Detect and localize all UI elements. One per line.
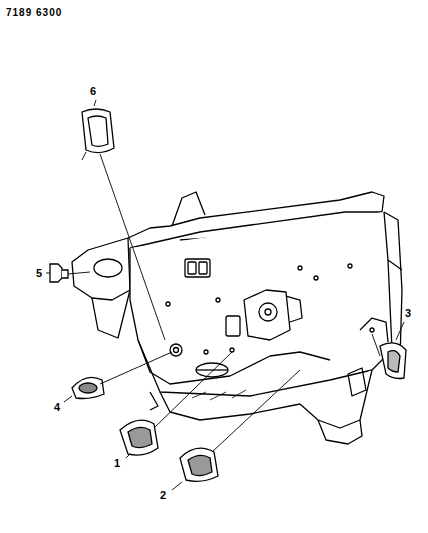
grommet: [180, 448, 218, 481]
cowl-bracket: [172, 192, 205, 226]
callout-number: 4: [54, 402, 60, 413]
oval-grommet: [82, 109, 114, 153]
leader-line: [100, 352, 172, 384]
opening: [226, 316, 240, 336]
grommet: [380, 343, 406, 379]
motor-plate: [244, 290, 290, 340]
grommet: [72, 377, 104, 398]
figure-code: 7189 6300: [6, 8, 62, 18]
callout-number: 3: [405, 308, 411, 319]
callout-number: 1: [114, 458, 120, 469]
callout-number: 6: [90, 86, 96, 97]
left-cup: [94, 259, 122, 277]
plug: [50, 264, 62, 282]
leader-line: [154, 352, 232, 428]
leader-line: [212, 370, 300, 452]
callout-number: 5: [36, 268, 42, 279]
leader-line: [372, 334, 380, 356]
grommet: [120, 420, 158, 455]
left-end: [72, 238, 130, 300]
panel-face: [130, 212, 392, 396]
leader-line: [100, 154, 165, 340]
callout-number: 2: [160, 490, 166, 501]
leader-line: [68, 272, 90, 274]
